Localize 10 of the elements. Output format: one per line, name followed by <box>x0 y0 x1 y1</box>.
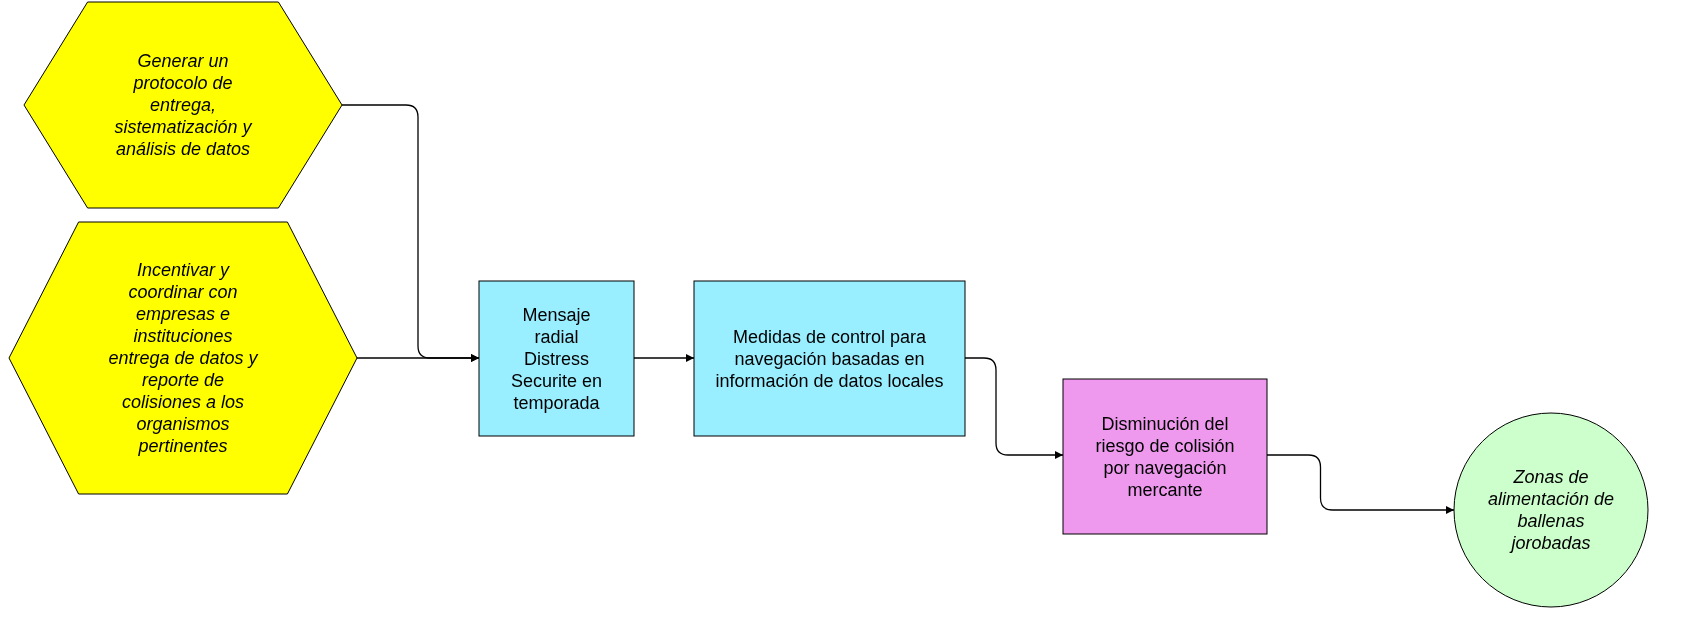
node-text: Generar un protocolo de entrega, sistematización y análisis de datos <box>113 50 253 160</box>
node-text: Incentivar y coordinar con empresas e instituciones entrega de datos y reporte de colisiones a los organismos pertinentes <box>107 259 259 457</box>
node-text: Medidas de control para navegación basadas en información de datos locales <box>714 325 945 392</box>
arrow <box>1266 454 1455 514</box>
node-text: Disminución del riesgo de colisión por navegación mercante <box>1094 412 1236 501</box>
arrow <box>633 354 695 362</box>
arrow <box>964 357 1064 459</box>
arrow <box>356 354 480 362</box>
node-text: Zonas de alimentación de ballenas jorobadas <box>1486 466 1616 554</box>
node-text: Mensaje radial Distress Securite en temporada <box>509 303 604 414</box>
